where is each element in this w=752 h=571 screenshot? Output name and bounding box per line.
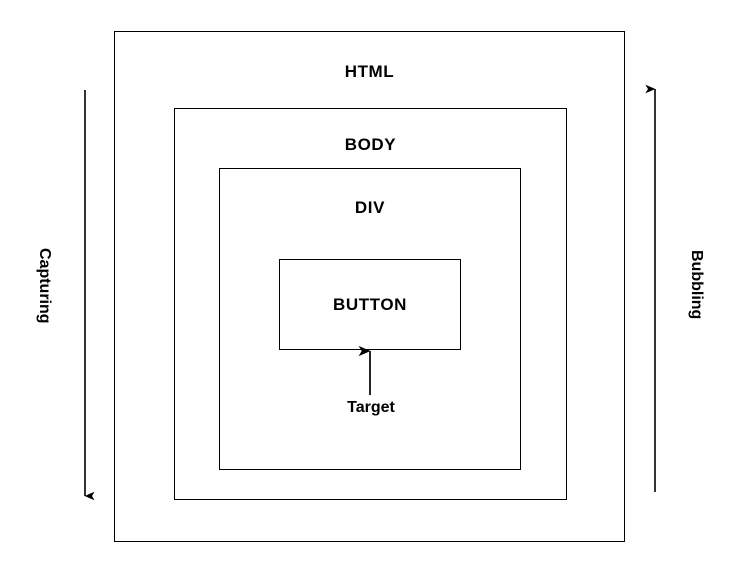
div-element-box: DIV [219,168,521,470]
target-label: Target [347,399,395,416]
html-element-box: HTML [114,31,625,542]
body-box-label: BODY [344,135,397,154]
div-box-label: DIV [354,198,386,217]
html-box-label: HTML [344,62,395,81]
button-element-box: BUTTON [279,259,461,350]
bubbling-phase-label: Bubbling [688,250,705,320]
body-element-box: BODY [174,108,567,500]
button-box-label: BUTTON [332,295,408,314]
capturing-phase-label: Capturing [36,248,53,324]
